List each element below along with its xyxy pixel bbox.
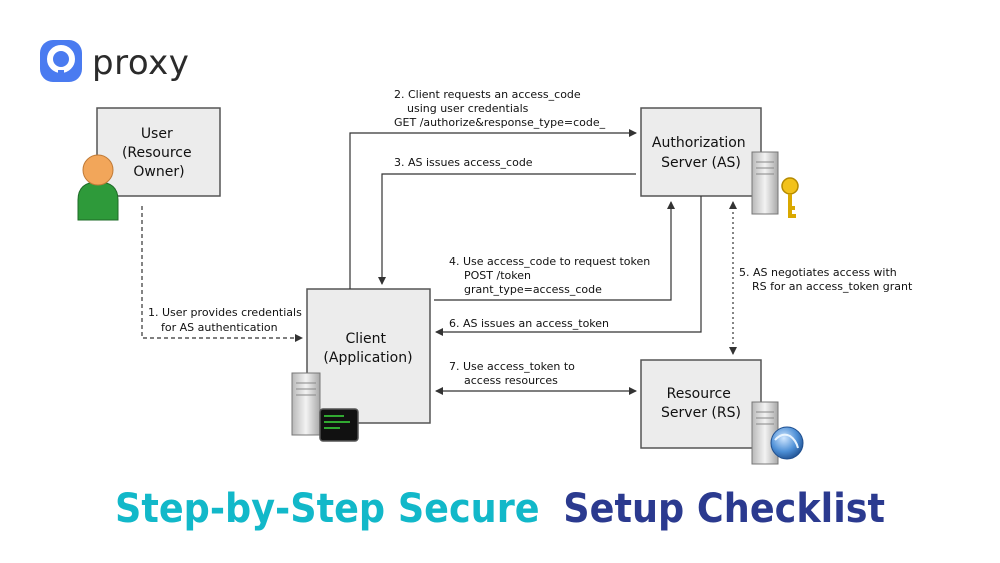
step6-label: 6. AS issues an access_token xyxy=(449,317,609,330)
step3-label: 3. AS issues access_code xyxy=(394,156,533,169)
server-key-icon xyxy=(751,151,799,218)
headline-part1: Step-by-Step Secure xyxy=(115,486,540,532)
step2-label: 2. Client requests an access_code using … xyxy=(394,88,606,129)
arrow-step2 xyxy=(349,129,637,289)
user-label: User (Resource Owner) xyxy=(122,126,196,180)
headline-part2: Setup Checklist xyxy=(563,486,885,532)
brand-logo: proxy xyxy=(40,40,189,83)
client-label: Client (Application) xyxy=(323,331,412,366)
server-terminal-icon xyxy=(291,372,359,442)
brand-name: proxy xyxy=(92,43,189,83)
auth-server-label: Authorization Server (AS) xyxy=(652,135,750,171)
user-box xyxy=(96,107,221,197)
arrow-step4 xyxy=(434,201,675,301)
auth-server-box xyxy=(640,107,762,197)
person-icon xyxy=(77,154,119,221)
arrow-step6 xyxy=(435,196,702,336)
step4-label: 4. Use access_code to request token POST… xyxy=(449,255,654,296)
server-globe-icon xyxy=(751,401,804,465)
resource-server-label: Resource Server (RS) xyxy=(661,386,741,421)
client-box xyxy=(306,288,431,424)
headline: Step-by-Step Secure Setup Checklist xyxy=(115,486,885,532)
resource-server-box xyxy=(640,359,762,449)
step1-label: 1. User provides credentials for AS auth… xyxy=(148,306,305,334)
arrow-step1 xyxy=(141,206,303,342)
step7-label: 7. Use access_token to access resources xyxy=(449,360,578,387)
step5-label: 5. AS negotiates access with RS for an a… xyxy=(739,266,913,293)
arrow-step3 xyxy=(378,173,636,285)
